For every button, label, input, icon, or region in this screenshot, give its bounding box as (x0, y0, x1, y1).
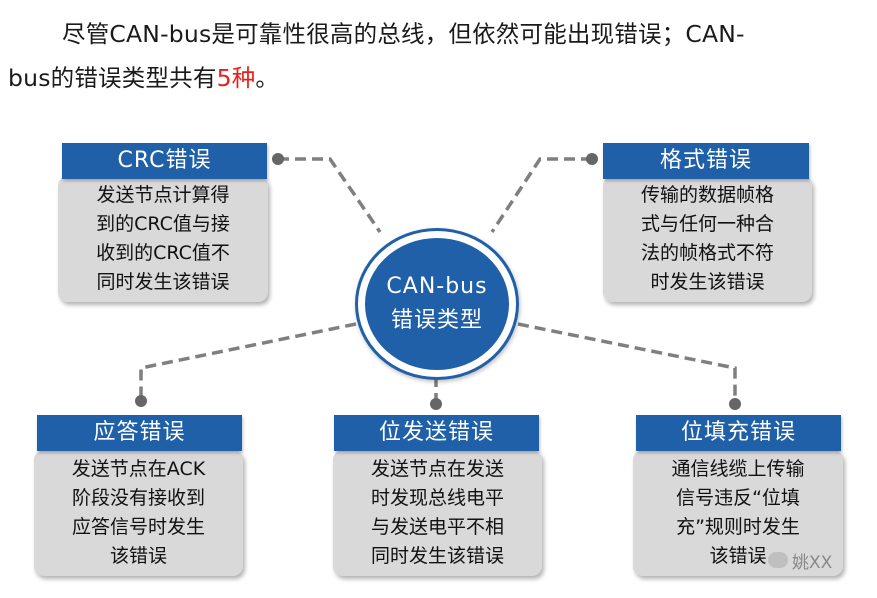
card-line: 与发送电平不相 (370, 516, 504, 538)
card-body-bit-stuff: 通信线缆上传输 信号违反“位填 充”规则时发生 该错误 (633, 450, 843, 576)
hub-line-2: 错误类型 (390, 308, 483, 333)
connector-dot-crc (272, 153, 284, 165)
card-body-ack: 发送节点在ACK 阶段没有接收到 应答信号时发生 该错误 (34, 450, 243, 576)
intro-line-2-end: 。 (255, 64, 280, 92)
card-title-ack: 应答错误 (37, 415, 242, 451)
card-body-crc: 发送节点计算得 到的CRC值与接 收到的CRC值不 同时发生该错误 (58, 176, 268, 302)
connector-dot-bit-send (430, 398, 442, 410)
card-body-format: 传输的数据帧格 式与任何一种合 法的帧格式不符 时发生该错误 (603, 176, 812, 302)
connector-dot-bit-stuff (729, 398, 741, 410)
card-line: 同时发生该错误 (96, 271, 230, 293)
hub-line-1: CAN-bus (386, 274, 488, 299)
card-line: 该错误 (109, 545, 167, 567)
card-line: 应答信号时发生 (71, 516, 205, 538)
card-line: 该错误 (709, 545, 767, 567)
error-count: 5种 (216, 64, 256, 92)
connector-dot-format (586, 153, 598, 165)
card-line: 收到的CRC值不 (96, 242, 230, 264)
connector-crc (278, 157, 382, 233)
watermark-text: 姚XX (792, 552, 833, 573)
hub-circle: CAN-bus 错误类型 (365, 238, 509, 370)
watermark: 姚XX (768, 548, 833, 573)
wechat-icon (768, 552, 788, 568)
card-line: 信号违反“位填 (676, 487, 800, 509)
card-title-bit-stuff: 位填充错误 (636, 415, 841, 451)
card-body-bit-send: 发送节点在发送 时发现总线电平 与发送电平不相 同时发生该错误 (333, 450, 542, 576)
connector-dot-ack (135, 395, 147, 407)
card-title-bit-send: 位发送错误 (334, 415, 539, 451)
card-line: 充”规则时发生 (676, 516, 800, 538)
card-line: 法的帧格式不符 (640, 242, 774, 264)
connector-ack (139, 322, 357, 401)
card-line: 发送节点在ACK (71, 458, 206, 480)
card-line: 时发现总线电平 (370, 487, 504, 509)
card-line: 阶段没有接收到 (71, 487, 205, 509)
card-line: 时发生该错误 (650, 271, 765, 293)
intro-line-1: 尽管CAN-bus是可靠性很高的总线，但依然可能出现错误；CAN- (62, 20, 745, 48)
card-title-format: 格式错误 (603, 143, 809, 179)
card-line: 同时发生该错误 (370, 545, 504, 567)
connector-format (490, 157, 592, 233)
card-line: 式与任何一种合 (640, 213, 774, 235)
connector-bit-stuff (517, 322, 737, 401)
card-line: 发送节点在发送 (370, 458, 504, 480)
intro-line-2: bus的错误类型共有 (8, 64, 217, 92)
card-title-crc: CRC错误 (62, 143, 267, 179)
card-line: 传输的数据帧格 (640, 184, 774, 206)
card-line: 到的CRC值与接 (96, 213, 230, 235)
card-line: 发送节点计算得 (96, 184, 230, 206)
card-line: 通信线缆上传输 (671, 458, 805, 480)
intro-paragraph: 尽管CAN-bus是可靠性很高的总线，但依然可能出现错误；CAN- bus的错误… (8, 12, 870, 100)
